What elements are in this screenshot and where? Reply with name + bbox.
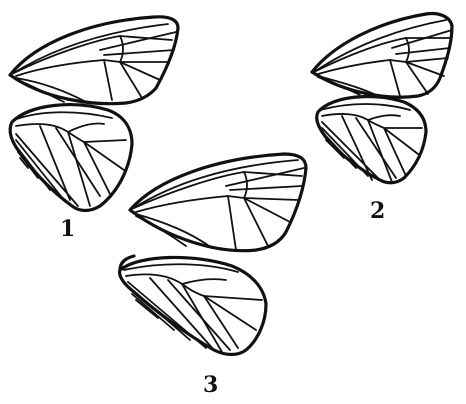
forewing-3 bbox=[130, 154, 306, 251]
figure-label-1: 1 bbox=[60, 218, 75, 240]
hindwing-1 bbox=[10, 105, 132, 211]
wing-set-2 bbox=[312, 14, 452, 183]
figure-label-3: 3 bbox=[203, 374, 218, 396]
hindwing-3 bbox=[120, 256, 266, 355]
forewing-1 bbox=[10, 17, 178, 104]
wing-set-3 bbox=[120, 154, 306, 355]
wing-set-1 bbox=[10, 17, 178, 211]
forewing-2 bbox=[312, 14, 452, 98]
figure-label-2: 2 bbox=[370, 200, 385, 222]
hindwing-2 bbox=[317, 97, 426, 183]
